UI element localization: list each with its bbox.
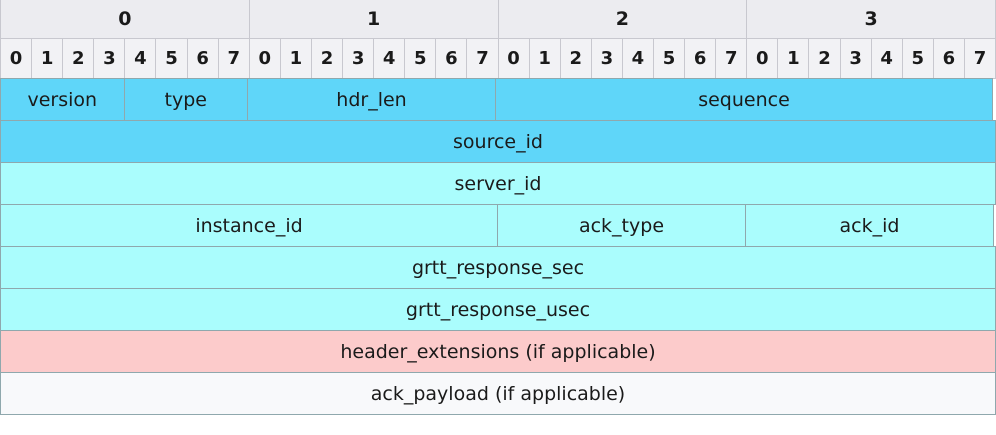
row-grtt-response-sec: grtt_response_sec [0,246,996,289]
bit-index-cell-0-5: 5 [155,38,188,79]
bit-index-cell-3-7: 7 [963,38,996,79]
bit-index-cell-1-7: 7 [466,38,499,79]
bit-index-cell-2-6: 6 [684,38,717,79]
bit-index-cell-2-5: 5 [652,38,686,79]
field-cell-ack_type: ack_type [497,204,746,247]
field-cell-server_id: server_id [0,162,996,205]
bit-index-cell-1-3: 3 [342,38,375,79]
field-cell-sequence: sequence [495,78,993,121]
field-cell-header_extensions: header_extensions (if applicable) [0,330,996,373]
bit-index-cell-3-6: 6 [932,38,965,79]
field-cell-version: version [0,78,125,121]
bit-index-cell-1-1: 1 [279,38,312,79]
row-ack-payload: ack_payload (if applicable) [0,372,996,415]
bit-index-cell-2-0: 0 [497,38,530,79]
bit-index-cell-1-6: 6 [435,38,468,79]
bit-index-cell-3-4: 4 [870,38,903,79]
bit-index-cell-3-1: 1 [777,38,810,79]
bit-index-cell-0-1: 1 [31,38,64,79]
byte-index-cell-0: 0 [0,0,250,39]
field-cell-grtt_response_usec: grtt_response_usec [0,288,996,331]
field-cell-grtt_response_sec: grtt_response_sec [0,246,996,289]
bit-index-cell-3-0: 0 [746,38,779,79]
row-source-id: source_id [0,120,996,163]
bit-index-cell-2-1: 1 [528,38,561,79]
byte-index-cell-1: 1 [248,0,499,39]
bit-index-cell-0-0: 0 [0,38,33,79]
row-header-extensions: header_extensions (if applicable) [0,330,996,373]
bit-index-cell-1-5: 5 [404,38,437,79]
field-cell-type: type [123,78,248,121]
bit-index-cell-3-3: 3 [839,38,872,79]
bit-index-cell-1-2: 2 [310,38,344,79]
field-cell-instance_id: instance_id [0,204,498,247]
field-cell-source_id: source_id [0,120,996,163]
bit-index-cell-3-5: 5 [901,38,934,79]
field-cell-ack_payload: ack_payload (if applicable) [0,372,996,415]
bit-index-cell-2-7: 7 [715,38,748,79]
bit-index-cell-0-4: 4 [124,38,157,79]
field-cell-hdr_len: hdr_len [247,78,496,121]
byte-index-cell-3: 3 [746,0,996,39]
bit-index-cell-3-2: 2 [808,38,841,79]
bit-index-cell-2-2: 2 [559,38,592,79]
row-grtt-response-usec: grtt_response_usec [0,288,996,331]
field-cell-ack_id: ack_id [745,204,994,247]
bit-index-cell-0-2: 2 [62,38,95,79]
bit-index-cell-0-3: 3 [93,38,126,79]
bit-index-cell-0-7: 7 [217,38,250,79]
bit-index-cell-2-3: 3 [590,38,623,79]
bit-index-cell-1-4: 4 [373,38,406,79]
byte-index-cell-2: 2 [497,0,748,39]
bit-index-cell-1-0: 0 [248,38,281,79]
row-server-id: server_id [0,162,996,205]
bit-index-cell-0-6: 6 [186,38,219,79]
bit-index-cell-2-4: 4 [621,38,654,79]
